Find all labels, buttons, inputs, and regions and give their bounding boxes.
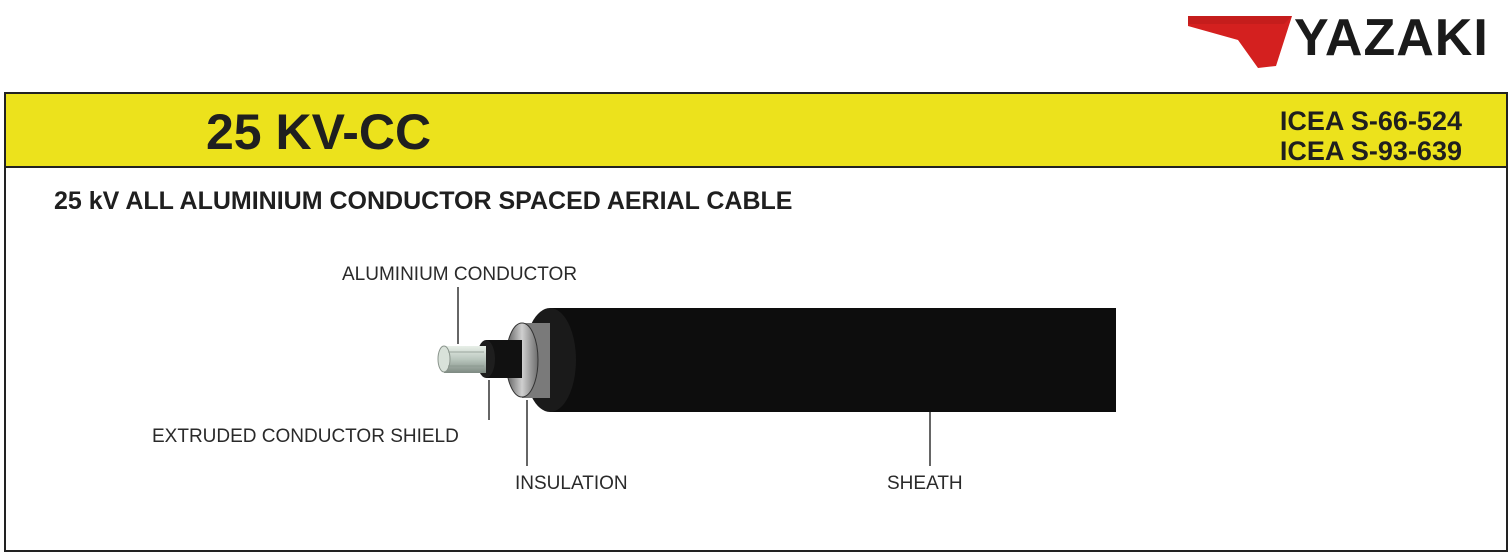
yazaki-logo: YAZAKI	[1188, 6, 1511, 68]
standard-2: ICEA S-93-639	[1279, 136, 1462, 166]
product-code: 25 KV-CC	[206, 104, 432, 160]
cable-description: 25 kV ALL ALUMINIUM CONDUCTOR SPACED AER…	[54, 187, 793, 215]
brand-name: YAZAKI	[1294, 9, 1489, 67]
standard-1: ICEA S-66-524	[1279, 106, 1462, 136]
label-insulation: INSULATION	[515, 473, 628, 494]
conductor-end	[437, 345, 451, 373]
label-conductor: ALUMINIUM CONDUCTOR	[342, 264, 578, 285]
logo-red-wedge	[1188, 16, 1292, 68]
label-sheath: SHEATH	[887, 473, 963, 494]
label-shield: EXTRUDED CONDUCTOR SHIELD	[152, 426, 459, 447]
title-banner: 25 KV-CC ICEA S-66-524 ICEA S-93-639	[6, 94, 1506, 168]
conductor-body	[444, 346, 486, 373]
sheath-body	[550, 308, 1116, 412]
logo-wedge-shade	[1188, 16, 1292, 24]
logo-mark-icon	[1188, 16, 1292, 68]
